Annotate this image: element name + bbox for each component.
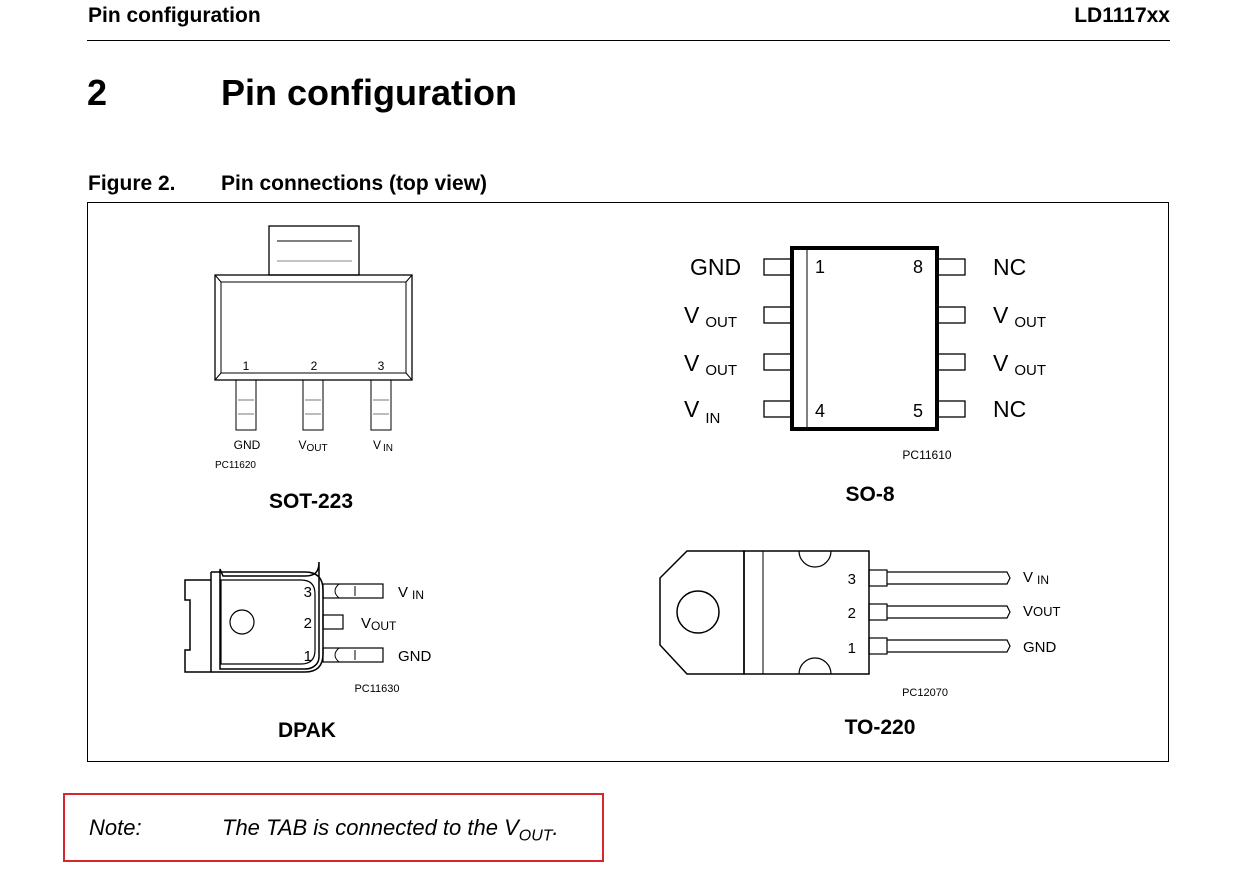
so8-body [790,246,939,431]
to220-drawing-code: PC12070 [902,687,948,699]
dpak-body [219,561,320,670]
to220-pin-number-1: 1 [848,640,856,657]
section-title: Pin configuration [221,72,517,113]
so8-package-name: SO-8 [845,483,894,506]
dpak-pin-label-vout: VOUT [361,615,397,633]
to220-pin-label-gnd: GND [1023,639,1057,656]
note-text-subscript: OUT [518,827,553,845]
so8-pin-number-4: 4 [815,401,825,421]
to220-pin-number-2: 2 [848,605,856,622]
figure-label: Figure 2. [88,172,176,195]
header-rule [87,40,1170,41]
dpak-drawing-code: PC11630 [354,683,399,695]
sot223-label-vout: VOUT [298,438,327,454]
sot223-label-gnd: GND [234,438,261,452]
sot223-pin-2 [302,379,324,431]
sot223-pin-3 [370,379,392,431]
so8-right-pin-label-5: NC [993,396,1026,422]
so8-pin-number-5: 5 [913,401,923,421]
running-header-section: Pin configuration [88,4,261,27]
note-text-main: The TAB is connected to the V [222,815,519,840]
to220-pin-label-vout: VOUT [1023,603,1061,620]
section-number: 2 [87,72,108,113]
to220-tab [659,550,745,675]
note-text: The TAB is connected to the VOUT. [222,815,559,845]
sot223-pin-1 [235,379,257,431]
so8-pin-number-8: 8 [913,257,923,277]
dpak-pin-label-gnd: GND [398,648,432,665]
dpak-pin-number-1: 1 [304,648,312,665]
so8-right-pin-label-8: NC [993,254,1026,280]
to220-package-name: TO-220 [845,716,916,739]
dpak-pin-number-2: 2 [304,615,312,632]
dpak-package-name: DPAK [278,719,336,742]
to220-mounting-hole [676,590,720,634]
so8-drawing-code: PC11610 [902,448,951,462]
so8-left-pin-label-1: GND [690,254,741,280]
dpak-mounting-hole [229,609,255,635]
so8-pin-number-1: 1 [815,257,825,277]
sot223-package-name: SOT-223 [269,490,353,513]
sot223-pin-number-3: 3 [378,359,385,373]
note-label: Note: [89,815,142,840]
sot223-pin-number-2: 2 [311,359,318,373]
to220-pin-number-3: 3 [848,571,856,588]
running-header-part-number: LD1117xx [1074,4,1170,27]
dpak-pin-number-3: 3 [304,584,312,601]
figure-title: Pin connections (top view) [221,172,488,195]
note-text-suffix: . [552,815,559,840]
sot223-pin-number-1: 1 [243,359,250,373]
sot223-tab [268,225,360,276]
note-highlight-box [63,793,604,862]
sot223-drawing-code: PC11620 [215,460,256,471]
figure-frame [87,202,1169,762]
